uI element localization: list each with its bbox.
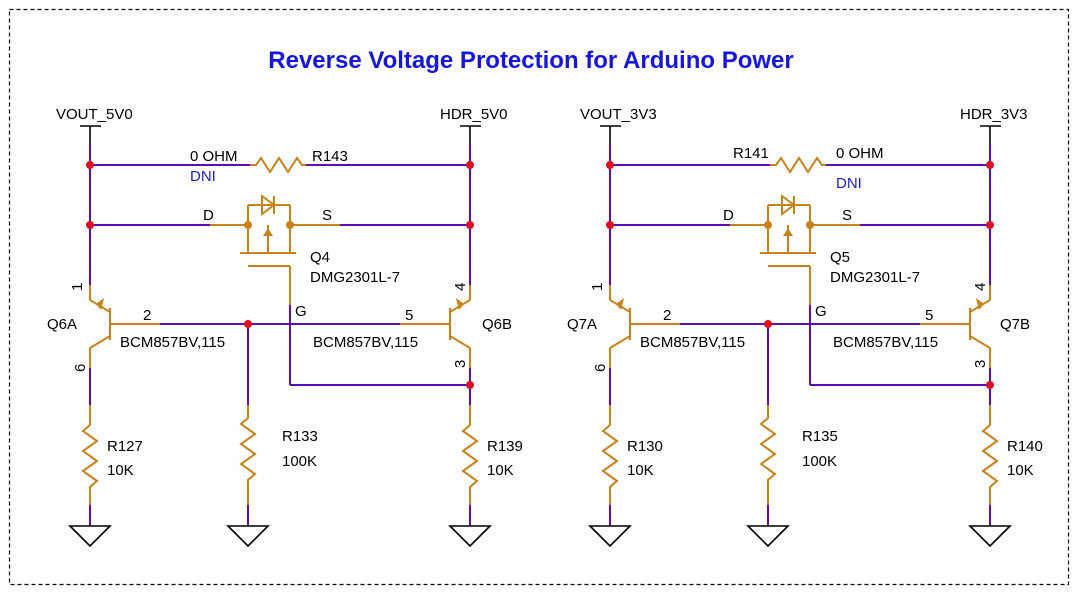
q7b-pin5: 5 bbox=[925, 307, 933, 324]
r141-resistor bbox=[770, 156, 826, 174]
r133-value: 100K bbox=[282, 453, 317, 470]
r135-value: 100K bbox=[802, 453, 837, 470]
r140-ref: R140 bbox=[1007, 438, 1043, 455]
r139-ref: R139 bbox=[487, 438, 523, 455]
ground-icon bbox=[226, 525, 270, 548]
circuit-5v0: VOUT_5V0 HDR_5V0 0 OHM R143 DNI bbox=[47, 106, 523, 548]
q6b-pin5: 5 bbox=[405, 307, 413, 324]
q7b-ref: Q7B bbox=[1000, 316, 1030, 333]
vout-3v3-label: VOUT_3V3 bbox=[580, 106, 657, 123]
ground-icon bbox=[588, 525, 632, 548]
q4-ref: Q4 bbox=[310, 249, 330, 266]
q5-s-label: S bbox=[842, 207, 852, 224]
q6b-part: BCM857BV,115 bbox=[313, 334, 418, 351]
sheet-border bbox=[8, 8, 1070, 586]
q7a-pin1: 1 bbox=[589, 283, 606, 291]
q7a-transistor bbox=[609, 285, 680, 368]
r130-value: 10K bbox=[627, 462, 654, 479]
q7a-ref: Q7A bbox=[567, 316, 597, 333]
q5-part: DMG2301L-7 bbox=[830, 269, 920, 286]
q4-mosfet bbox=[210, 194, 340, 305]
q6a-pin2: 2 bbox=[143, 307, 151, 324]
r133-ref: R133 bbox=[282, 428, 318, 445]
ground-icon bbox=[968, 525, 1012, 548]
q6b-pin4: 4 bbox=[452, 283, 469, 291]
r140-value: 10K bbox=[1007, 462, 1034, 479]
r139-value: 10K bbox=[487, 462, 514, 479]
ground-icon bbox=[448, 525, 492, 548]
r143-ref: R143 bbox=[312, 148, 348, 165]
r130-ref: R130 bbox=[627, 438, 663, 455]
q4-d-label: D bbox=[203, 207, 214, 224]
q4-part: DMG2301L-7 bbox=[310, 269, 400, 286]
q6a-part: BCM857BV,115 bbox=[120, 334, 225, 351]
q6a-pin6: 6 bbox=[72, 364, 89, 372]
ground-icon bbox=[746, 525, 790, 548]
r127-value: 10K bbox=[107, 462, 134, 479]
r140-resistor bbox=[981, 405, 999, 505]
q5-mosfet bbox=[730, 194, 860, 305]
r130-resistor bbox=[601, 405, 619, 505]
q5-g-label: G bbox=[815, 303, 827, 320]
q7a-part: BCM857BV,115 bbox=[640, 334, 745, 351]
hdr-5v0-label: HDR_5V0 bbox=[440, 106, 508, 123]
q6a-pin1: 1 bbox=[69, 283, 86, 291]
q7b-pin4: 4 bbox=[972, 283, 989, 291]
r135-ref: R135 bbox=[802, 428, 838, 445]
r127-resistor bbox=[81, 405, 99, 505]
r135-resistor bbox=[759, 405, 777, 505]
q7a-pin2: 2 bbox=[663, 307, 671, 324]
r143-resistor bbox=[250, 156, 306, 174]
q6b-ref: Q6B bbox=[482, 316, 512, 333]
q7a-pin6: 6 bbox=[592, 364, 609, 372]
vout-5v0-label: VOUT_5V0 bbox=[56, 106, 133, 123]
hdr-3v3-label: HDR_3V3 bbox=[960, 106, 1028, 123]
q4-s-label: S bbox=[322, 207, 332, 224]
r141-value: 0 OHM bbox=[836, 145, 884, 162]
q5-d-label: D bbox=[723, 207, 734, 224]
circuit-3v3: VOUT_3V3 HDR_3V3 R141 0 OHM DNI bbox=[567, 106, 1043, 548]
q6a-transistor bbox=[89, 285, 160, 368]
q7b-transistor bbox=[920, 285, 991, 368]
q5-ref: Q5 bbox=[830, 249, 850, 266]
r141-ref: R141 bbox=[733, 145, 769, 162]
q7b-pin3: 3 bbox=[972, 360, 989, 368]
r143-value: 0 OHM bbox=[190, 148, 238, 165]
r139-resistor bbox=[461, 405, 479, 505]
q7b-part: BCM857BV,115 bbox=[833, 334, 938, 351]
r127-ref: R127 bbox=[107, 438, 143, 455]
q6b-transistor bbox=[400, 285, 471, 368]
q6a-ref: Q6A bbox=[47, 316, 77, 333]
schematic-title: Reverse Voltage Protection for Arduino P… bbox=[268, 47, 793, 74]
ground-icon bbox=[68, 525, 112, 548]
r143-dni: DNI bbox=[190, 168, 216, 185]
r141-dni: DNI bbox=[836, 175, 862, 192]
q4-g-label: G bbox=[295, 303, 307, 320]
q6b-pin3: 3 bbox=[452, 360, 469, 368]
r133-resistor bbox=[239, 405, 257, 505]
